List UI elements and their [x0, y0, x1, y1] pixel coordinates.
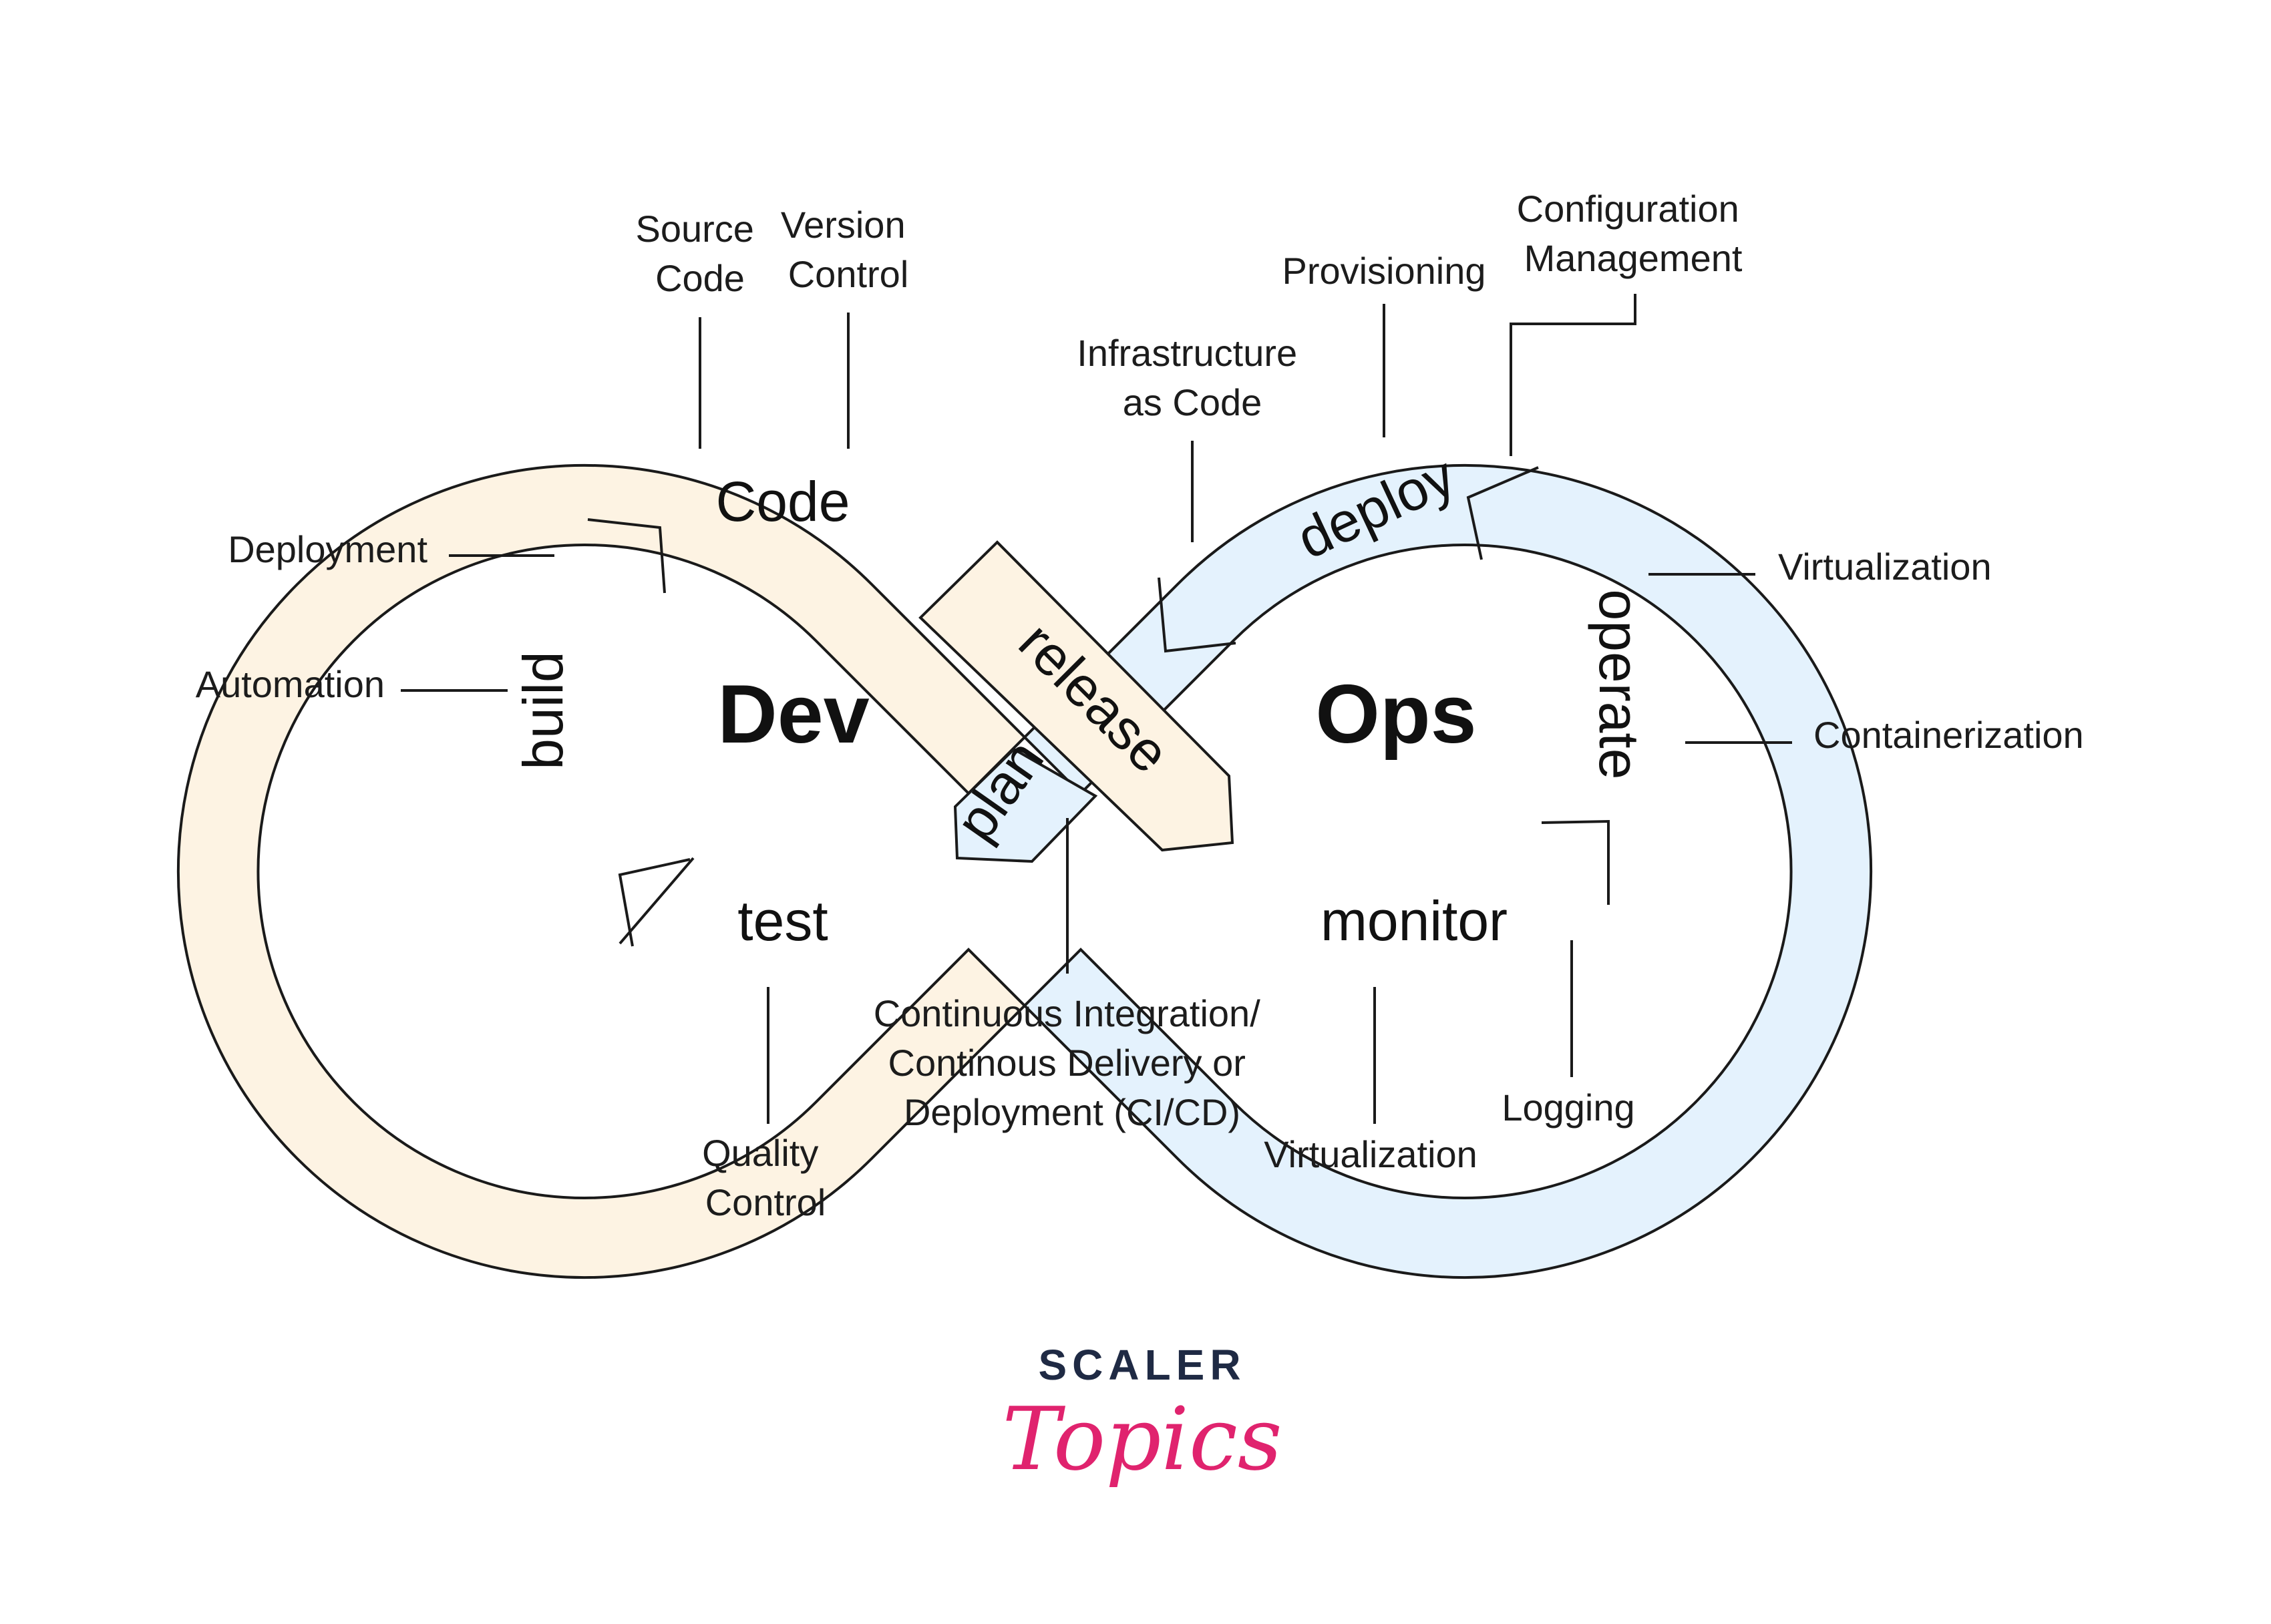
annotation-source-code: Source Code [636, 208, 765, 299]
annotation-cicd: Continuous Integration/ Continous Delive… [874, 992, 1271, 1133]
annotation-logging: Logging [1502, 1086, 1634, 1129]
annotation-quality-control: Quality Control [702, 1132, 829, 1223]
annotation-deployment: Deployment [228, 528, 427, 570]
ops-loop-band [1023, 464, 1872, 1279]
annotation-virtualization-right: Virtualization [1778, 546, 1992, 588]
brand-tagline: Topics [1002, 1388, 1282, 1490]
annotation-automation: Automation [196, 663, 385, 705]
dev-loop [177, 464, 1027, 1279]
hub-dev: Dev [717, 668, 870, 761]
stage-build: build [512, 651, 574, 769]
ops-loop [1023, 464, 1872, 1279]
brand-name: SCALER [1038, 1341, 1246, 1389]
dev-arrow-divider [619, 857, 695, 945]
dev-arrow-divider [618, 858, 691, 947]
plan-segment [953, 747, 1098, 863]
annotation-containerization: Containerization [1813, 714, 2084, 756]
annotation-provisioning: Provisioning [1282, 250, 1486, 292]
stage-code: Code [716, 470, 850, 533]
stage-test: test [737, 889, 828, 952]
ops-arrow-divider [1158, 577, 1236, 653]
annotation-configuration-management: Configuration Management [1517, 188, 1750, 279]
hub-ops: Ops [1315, 668, 1476, 761]
release-arrow [918, 540, 1234, 852]
ops-arrow-divider [1541, 819, 1610, 905]
scaler-topics-logo: SCALER Topics [1002, 1341, 1282, 1490]
stage-monitor: monitor [1321, 889, 1508, 952]
annotation-infrastructure-as-code: Infrastructure as Code [1077, 332, 1307, 423]
ops-arrow-divider [1466, 466, 1539, 560]
dev-loop-band [177, 464, 1027, 1279]
stage-operate: operate [1588, 590, 1650, 780]
annotation-virtualization-bottom: Virtualization [1264, 1133, 1477, 1175]
dev-arrow-divider [587, 518, 666, 594]
leader-line [1510, 294, 1636, 456]
annotation-version-control: Version Control [781, 204, 916, 295]
